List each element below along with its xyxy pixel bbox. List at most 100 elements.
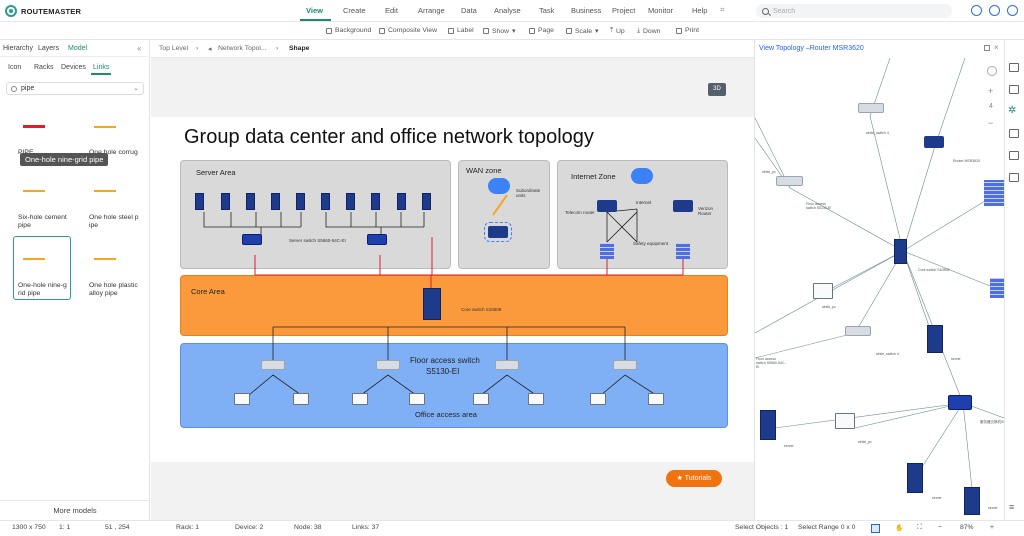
3d-view-button[interactable]: 3D (708, 83, 726, 96)
show-dropdown[interactable]: Show▾ (483, 27, 515, 35)
menu-create[interactable]: Create (343, 6, 366, 15)
topo-switch-node[interactable] (948, 395, 972, 410)
server-node[interactable] (221, 193, 230, 210)
floor-switch-node[interactable] (261, 360, 285, 370)
topo-router-node[interactable] (924, 136, 944, 148)
topo-switch-node[interactable] (845, 326, 871, 336)
collapse-panel-icon[interactable]: « (137, 44, 142, 53)
print-button[interactable]: Print (676, 27, 699, 34)
properties-icon[interactable] (1009, 63, 1019, 72)
server-node[interactable] (195, 193, 204, 210)
menu-task[interactable]: Task (539, 6, 555, 15)
core-switch-node[interactable] (423, 288, 441, 320)
zoom-out-icon[interactable]: − (988, 118, 994, 128)
close-icon[interactable]: × (994, 43, 999, 52)
verizon-router-node[interactable] (673, 200, 693, 212)
tutorials-button[interactable]: ★ Tutorials (666, 470, 722, 487)
menu-data[interactable]: Data (461, 6, 477, 15)
pipe-swatch[interactable] (94, 258, 116, 260)
menu-arrange[interactable]: Arrange (418, 6, 445, 15)
zoom-out-status-icon[interactable]: − (938, 524, 942, 531)
menu-project[interactable]: Project (612, 6, 636, 15)
page-button[interactable]: Page (529, 27, 554, 34)
topo-firewall-node[interactable] (990, 278, 1004, 298)
fit-icon[interactable] (987, 66, 997, 76)
server-node[interactable] (371, 193, 380, 210)
menu-edit[interactable]: Edit (385, 6, 398, 15)
scale-dropdown[interactable]: Scale▾ (566, 27, 598, 35)
background-button[interactable]: Background (326, 27, 371, 34)
office-area-region[interactable] (180, 343, 728, 428)
model-search-input[interactable]: pipe ⌄ (6, 82, 144, 95)
pipe-swatch[interactable] (94, 190, 116, 192)
menu-icon[interactable]: ≡ (1009, 502, 1015, 512)
server-area-region[interactable] (180, 160, 451, 269)
telecom-router-node[interactable] (597, 200, 617, 212)
down-button[interactable]: ⤓Down (637, 27, 660, 35)
server-node[interactable] (271, 193, 280, 210)
tab-layers[interactable]: Layers (38, 45, 60, 52)
info-icon[interactable] (971, 5, 982, 16)
subtab-links[interactable]: Links (93, 64, 110, 71)
floor-switch-node[interactable] (613, 360, 637, 370)
server-switch-node[interactable] (367, 234, 387, 245)
composite-view-button[interactable]: Composite View (379, 27, 437, 34)
wan-router-selected[interactable] (484, 222, 512, 242)
laptop-node[interactable] (293, 393, 309, 405)
user-settings-icon[interactable] (989, 5, 1000, 16)
topo-server-node[interactable] (927, 325, 943, 353)
breadcrumb-network[interactable]: Network Topol... (218, 45, 267, 52)
hand-tool-icon[interactable]: ✋ (895, 525, 904, 532)
account-icon[interactable] (1007, 5, 1018, 16)
monitor-icon[interactable] (1009, 173, 1019, 182)
laptop-node[interactable] (234, 393, 250, 405)
floor-switch-node[interactable] (376, 360, 400, 370)
subtab-devices[interactable]: Devices (61, 64, 86, 71)
subtab-racks[interactable]: Racks (34, 64, 54, 71)
server-node[interactable] (422, 193, 431, 210)
topo-switch-node[interactable] (858, 103, 884, 113)
topo-laptop-node[interactable] (813, 283, 833, 299)
topo-firewall-node[interactable] (984, 180, 1004, 206)
menu-pin-icon[interactable]: ⌗ (720, 5, 725, 14)
firewall-node[interactable] (676, 243, 690, 259)
server-node[interactable] (346, 193, 355, 210)
laptop-node[interactable] (352, 393, 368, 405)
fit-screen-icon[interactable]: ⛶ (917, 524, 922, 531)
topo-core-node[interactable] (894, 239, 907, 264)
zoom-in-icon[interactable]: + (988, 86, 994, 96)
breadcrumb-back-icon[interactable]: ◂ (208, 46, 212, 53)
menu-analyse[interactable]: Analyse (494, 6, 521, 15)
pipe-swatch[interactable] (94, 126, 116, 128)
list-icon[interactable] (1009, 129, 1019, 138)
menu-view[interactable]: View (306, 6, 323, 15)
table-icon[interactable] (1009, 151, 1019, 160)
menu-monitor[interactable]: Monitor (648, 6, 674, 15)
laptop-node[interactable] (528, 393, 544, 405)
topo-server-node[interactable] (907, 463, 923, 493)
server-node[interactable] (296, 193, 305, 210)
tab-hierarchy[interactable]: Hierarchy (3, 45, 33, 52)
breadcrumb-top-level[interactable]: Top Level (159, 45, 189, 52)
server-switch-node[interactable] (242, 234, 262, 245)
pipe-swatch[interactable] (23, 190, 45, 192)
laptop-node[interactable] (473, 393, 489, 405)
server-node[interactable] (397, 193, 406, 210)
document-icon[interactable] (1009, 85, 1019, 94)
more-models-button[interactable]: More models (0, 500, 150, 520)
laptop-node[interactable] (409, 393, 425, 405)
laptop-node[interactable] (590, 393, 606, 405)
floor-switch-node[interactable] (495, 360, 519, 370)
topo-server-node[interactable] (964, 487, 980, 515)
chevron-down-icon[interactable]: ⌄ (133, 85, 139, 92)
laptop-node[interactable] (648, 393, 664, 405)
topology-icon[interactable]: ✲ (1008, 105, 1017, 116)
server-node[interactable] (246, 193, 255, 210)
label-button[interactable]: Label (448, 27, 474, 34)
tab-model[interactable]: Model (68, 45, 88, 52)
select-tool-icon[interactable] (871, 524, 880, 533)
search-box[interactable]: Search (756, 4, 952, 18)
zoom-in-status-icon[interactable]: + (990, 524, 994, 531)
menu-business[interactable]: Business (571, 6, 602, 15)
maximize-icon[interactable] (984, 45, 990, 51)
